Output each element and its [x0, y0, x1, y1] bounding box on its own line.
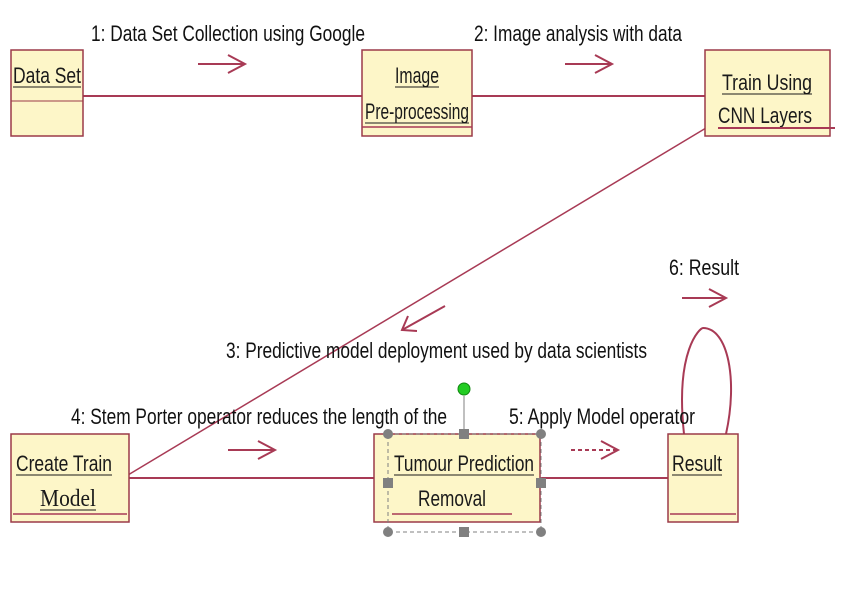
object-name-model: Model	[40, 486, 96, 512]
message-label-5: 5: Apply Model operator	[509, 404, 695, 429]
message-label-2: 2: Image analysis with data	[474, 21, 683, 46]
object-image-preprocessing[interactable]: Image Pre-processing	[361, 49, 473, 137]
resize-handle-icon[interactable]	[536, 527, 546, 537]
selection-frame	[383, 382, 546, 537]
links	[83, 95, 732, 479]
object-data-set[interactable]: Data Set	[10, 49, 84, 137]
message-labels: 1: Data Set Collection using Google 2: I…	[71, 21, 739, 429]
right-arrow-icon	[198, 54, 248, 74]
message-label-4: 4: Stem Porter operator reduces the leng…	[71, 404, 447, 429]
message-label-3: 3: Predictive model deployment used by d…	[226, 338, 647, 363]
resize-handle-icon[interactable]	[536, 478, 546, 488]
object-name-result: Result	[672, 451, 722, 476]
object-name-train-using: Train Using	[722, 70, 812, 95]
object-name-tumour-prediction: Tumour Prediction	[394, 451, 534, 476]
right-arrow-icon	[682, 288, 729, 308]
right-arrow-icon	[228, 440, 278, 460]
object-name-cnn-layers: CNN Layers	[718, 103, 812, 128]
object-name-data-set: Data Set	[13, 63, 81, 88]
object-name-removal: Removal	[418, 486, 486, 511]
dashed-right-arrow-icon	[571, 440, 621, 460]
resize-handle-icon[interactable]	[459, 429, 469, 439]
message-arrows	[198, 54, 729, 460]
link-train-cnn-to-create-train-model[interactable]	[127, 127, 707, 476]
resize-handle-icon[interactable]	[536, 429, 546, 439]
object-create-train-model[interactable]: Create Train Model	[10, 433, 130, 523]
object-tumour-prediction-removal[interactable]: Tumour Prediction Removal	[373, 433, 541, 523]
self-link-result[interactable]	[681, 326, 732, 435]
rotate-handle-icon[interactable]	[457, 382, 471, 396]
resize-handle-icon[interactable]	[383, 527, 393, 537]
object-name-image: Image	[395, 63, 439, 88]
object-name-preprocessing: Pre-processing	[365, 99, 469, 124]
object-result[interactable]: Result	[667, 433, 739, 523]
resize-handle-icon[interactable]	[459, 527, 469, 537]
object-name-create-train: Create Train	[16, 451, 112, 476]
left-arrow-icon	[400, 305, 446, 332]
object-train-cnn-layers[interactable]: Train Using CNN Layers	[704, 49, 835, 137]
resize-handle-icon[interactable]	[383, 478, 393, 488]
message-label-6: 6: Result	[669, 255, 739, 280]
message-label-1: 1: Data Set Collection using Google	[91, 21, 365, 46]
right-arrow-icon	[565, 54, 615, 74]
resize-handle-icon[interactable]	[383, 429, 393, 439]
